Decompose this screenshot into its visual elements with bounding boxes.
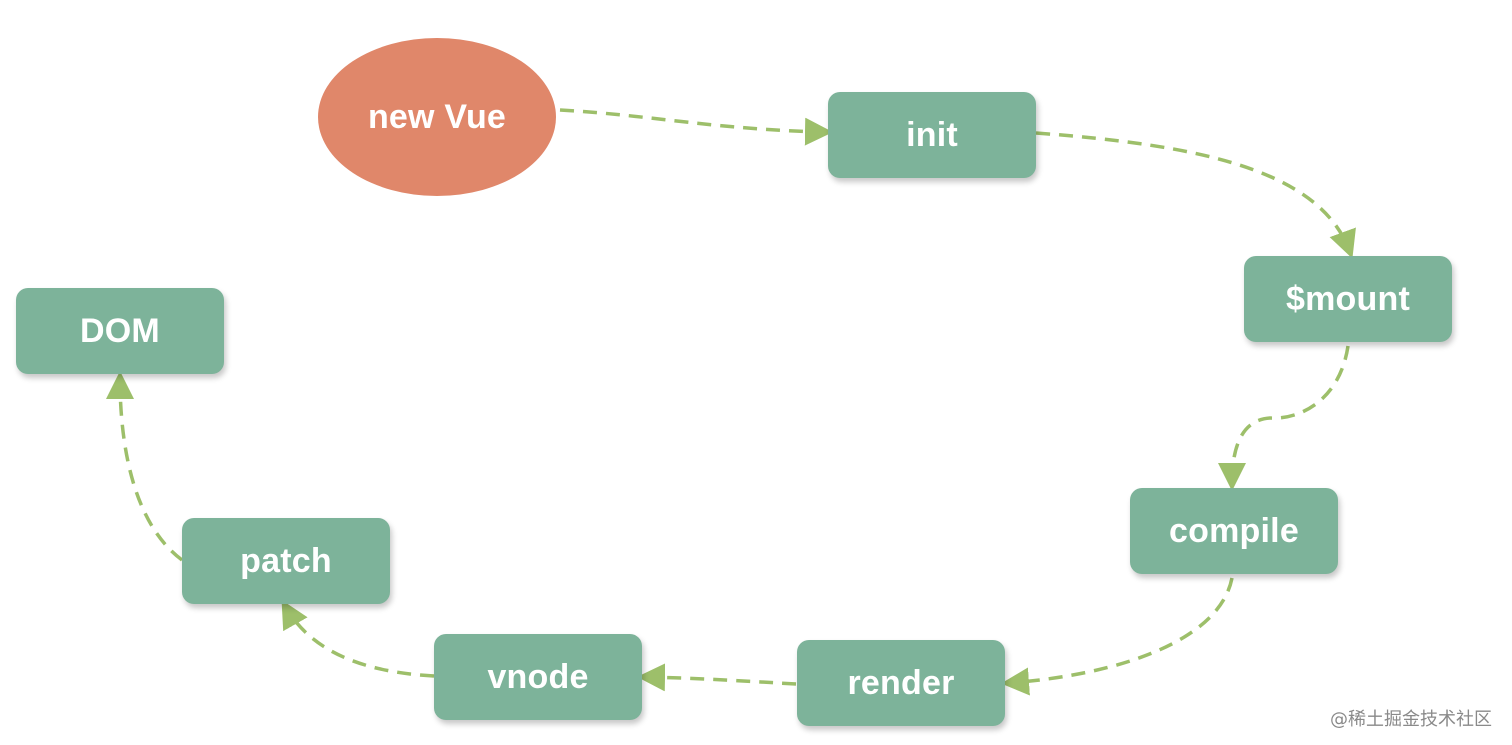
edge-mount-to-compile [1218, 345, 1350, 491]
node-new-vue-label: new Vue [367, 97, 507, 136]
node-patch-label: patch [240, 541, 332, 580]
node-mount: $mount [1244, 256, 1452, 342]
node-render-label: render [847, 663, 955, 702]
node-dom: DOM [16, 288, 224, 374]
node-render: render [797, 640, 1005, 726]
node-mount-label: $mount [1286, 279, 1410, 318]
node-new-vue: new Vue [318, 38, 556, 196]
edge-patch-to-dom [106, 371, 184, 562]
edge-vnode-to-patch [281, 599, 435, 678]
node-compile: compile [1130, 488, 1338, 574]
edge-compile-to-render [1001, 577, 1234, 696]
node-init: init [828, 92, 1036, 178]
watermark: @稀土掘金技术社区 [1330, 709, 1492, 730]
node-dom-label: DOM [80, 311, 160, 350]
node-vnode: vnode [434, 634, 642, 720]
node-vnode-label: vnode [487, 657, 589, 696]
node-patch: patch [182, 518, 390, 604]
node-compile-label: compile [1169, 511, 1299, 550]
node-init-label: init [906, 115, 958, 154]
edge-new-vue-to-init [559, 108, 833, 146]
edge-init-to-mount [1035, 131, 1356, 259]
edge-render-to-vnode [637, 663, 797, 692]
